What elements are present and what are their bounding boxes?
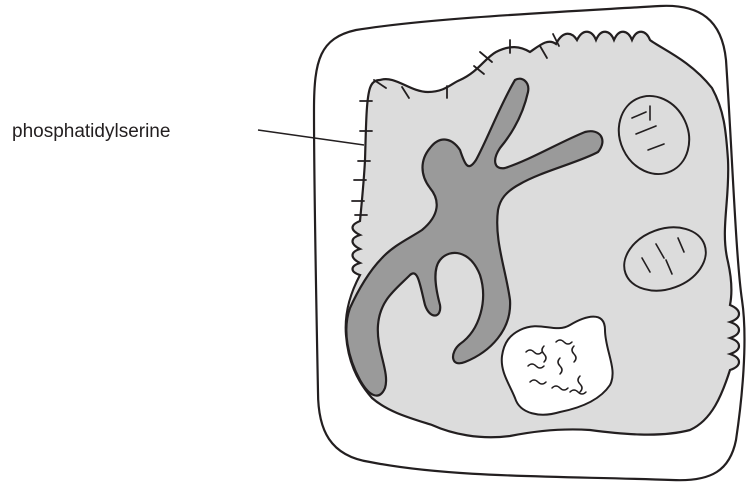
phosphatidylserine-label: phosphatidylserine xyxy=(12,121,170,142)
